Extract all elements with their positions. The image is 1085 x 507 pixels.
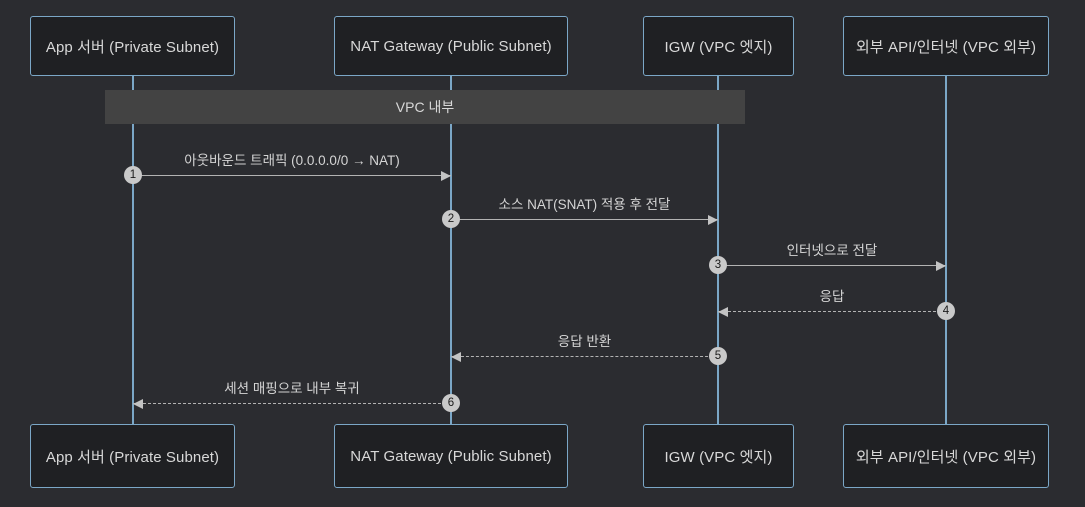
message-line-4: [718, 311, 946, 312]
message-line-1: [133, 175, 451, 176]
participant-header-ext[interactable]: 외부 API/인터넷 (VPC 외부): [843, 16, 1049, 76]
lifeline-app: [132, 76, 134, 424]
lifeline-igw: [717, 76, 719, 424]
lifeline-nat: [450, 76, 452, 424]
participant-header-igw[interactable]: IGW (VPC 엣지): [643, 16, 794, 76]
message-line-5: [451, 356, 718, 357]
participant-label: IGW (VPC 엣지): [664, 38, 773, 56]
sequence-badge-2: 2: [442, 210, 460, 228]
participant-footer-igw[interactable]: IGW (VPC 엣지): [643, 424, 794, 488]
message-line-2: [451, 219, 718, 220]
message-label-5: 응답 반환: [557, 334, 612, 349]
vpc-band-label: VPC 내부: [395, 99, 455, 115]
message-label-4: 응답: [819, 289, 845, 304]
participant-footer-nat[interactable]: NAT Gateway (Public Subnet): [334, 424, 568, 488]
arrow-head-3: [936, 260, 946, 271]
lifeline-ext: [945, 76, 947, 424]
arrow-head-4: [718, 306, 728, 317]
participant-label: 외부 API/인터넷 (VPC 외부): [855, 448, 1037, 466]
sequence-badge-6: 6: [442, 394, 460, 412]
arrow-head-2: [708, 214, 718, 225]
sequence-badge-1: 1: [124, 166, 142, 184]
participant-label: IGW (VPC 엣지): [664, 448, 773, 466]
message-line-3: [718, 265, 946, 266]
participant-footer-ext[interactable]: 외부 API/인터넷 (VPC 외부): [843, 424, 1049, 488]
message-label-2: 소스 NAT(SNAT) 적용 후 전달: [498, 197, 671, 212]
arrow-head-1: [441, 170, 451, 181]
participant-header-app[interactable]: App 서버 (Private Subnet): [30, 16, 235, 76]
participant-label: 외부 API/인터넷 (VPC 외부): [855, 38, 1037, 56]
participant-footer-app[interactable]: App 서버 (Private Subnet): [30, 424, 235, 488]
sequence-badge-4: 4: [937, 302, 955, 320]
sequence-badge-3: 3: [709, 256, 727, 274]
arrow-head-5: [451, 351, 461, 362]
participant-header-nat[interactable]: NAT Gateway (Public Subnet): [334, 16, 568, 76]
message-label-3: 인터넷으로 전달: [786, 243, 878, 258]
arrow-head-6: [133, 398, 143, 409]
participant-label: App 서버 (Private Subnet): [45, 38, 220, 56]
vpc-boundary-band: VPC 내부: [105, 90, 745, 124]
message-line-6: [133, 403, 451, 404]
participant-label: NAT Gateway (Public Subnet): [350, 447, 552, 465]
participant-label: NAT Gateway (Public Subnet): [350, 37, 552, 55]
sequence-badge-5: 5: [709, 347, 727, 365]
message-label-1: 아웃바운드 트래픽 (0.0.0.0/0 → NAT): [184, 153, 400, 168]
participant-label: App 서버 (Private Subnet): [45, 448, 220, 466]
message-label-6: 세션 매핑으로 내부 복귀: [224, 381, 360, 396]
